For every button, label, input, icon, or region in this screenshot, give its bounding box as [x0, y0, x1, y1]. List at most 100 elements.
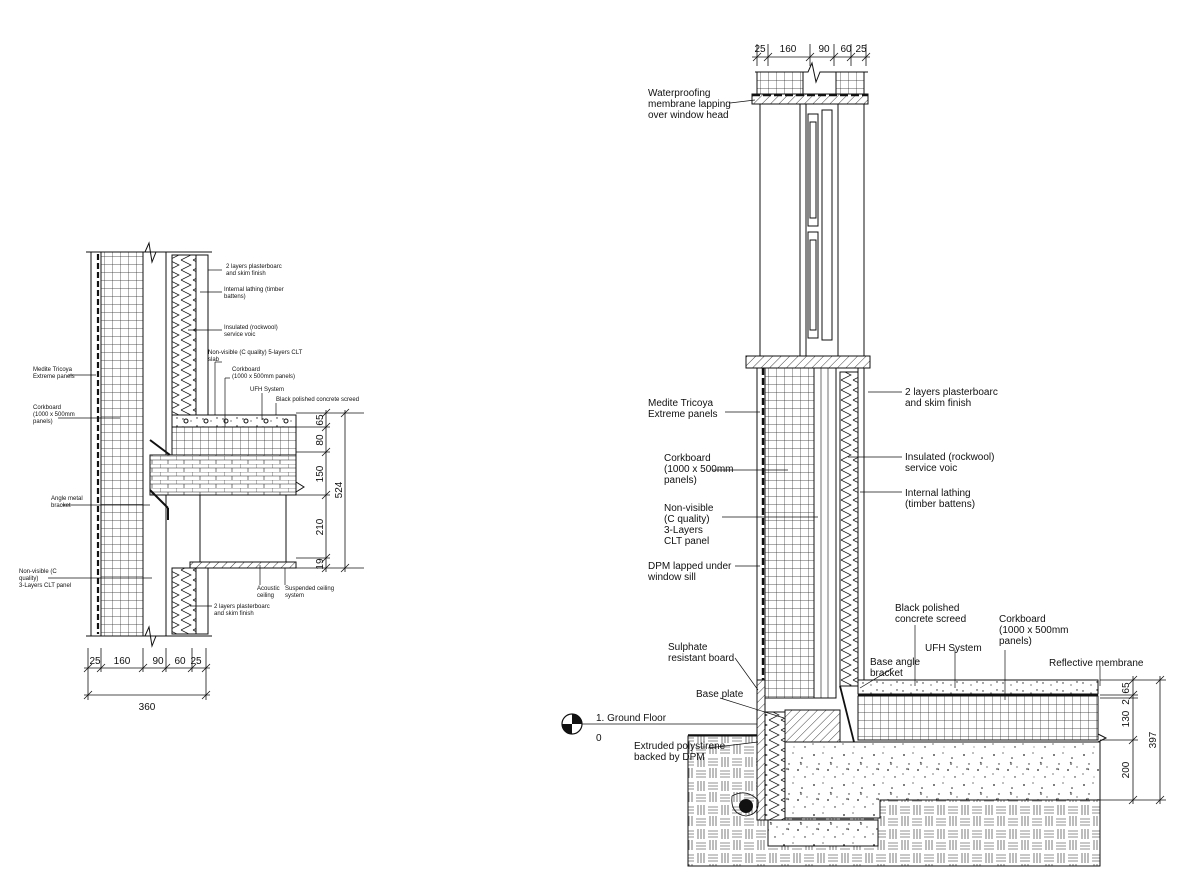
angle-bracket: [149, 439, 171, 520]
dim-top-25a: 25: [754, 44, 766, 55]
level-marker: 1. Ground Floor 0: [561, 713, 757, 744]
label-corkboard-floor-right-line: Corkboard: [999, 614, 1046, 625]
label-angle-line: Angle metal: [51, 496, 83, 502]
label-screed-right-line: concrete screed: [895, 614, 966, 625]
suspended-ceiling: [189, 561, 297, 569]
right-top-dimensions: [752, 44, 871, 66]
label-acoustic-line: Acoustic: [257, 586, 280, 592]
dim-r-65: 65: [1121, 682, 1132, 694]
dim-150: 150: [315, 465, 326, 482]
label-dpm-sill-line: window sill: [647, 572, 696, 583]
left-vertical-dim-texts: 65 80 150 210 19 524: [315, 414, 345, 570]
label-clt3-right-line: Non-visible: [664, 503, 714, 514]
label-suspended-line: Suspended ceiling: [285, 586, 334, 592]
label-plasterboard-top-line: and skim finish: [226, 271, 266, 277]
label-clt5-line: Non-visible (C quality) 5-layers CLT: [208, 350, 303, 356]
label-suspended-line: system: [285, 593, 304, 599]
label-base-plate: Base plate: [696, 689, 744, 700]
dim-top-160: 160: [780, 44, 797, 55]
label-xps-line: backed by DPM: [634, 752, 705, 763]
dim-h-25b: 25: [190, 656, 202, 667]
label-plasterboard-bottom-line: 2 layers plasterboarc: [214, 604, 270, 610]
corkboard-floor: [171, 426, 297, 456]
label-sulphate-line: Sulphate: [668, 642, 708, 653]
window-sill: [745, 355, 871, 369]
dim-h-60: 60: [174, 656, 186, 667]
window-frame: [759, 103, 865, 359]
label-insulated: Insulated (rockwool)service voic: [224, 325, 278, 338]
label-clt3-line: 3-Layers CLT panel: [19, 583, 71, 589]
clt-panel-right: [813, 367, 837, 699]
dim-65: 65: [315, 414, 326, 426]
label-insulated-right: Insulated (rockwool)service voic: [905, 452, 994, 474]
dim-r-2: 2: [1121, 699, 1132, 705]
label-reflective: Reflective membrane: [1049, 658, 1144, 669]
label-corkboard-slab-line: (1000 x 500mm panels): [232, 374, 295, 380]
label-lathing-right-line: (timber battens): [905, 499, 975, 510]
label-plasterboard-right-line: 2 layers plasterboarc: [905, 387, 998, 398]
label-clt3-line: Non-visible (C: [19, 569, 57, 575]
label-sulphate-line: resistant board: [668, 653, 734, 664]
dim-r-397: 397: [1148, 731, 1159, 748]
label-waterproofing-line: Waterproofing: [648, 88, 710, 99]
xps-insulation: [764, 711, 786, 821]
dim-210: 210: [315, 518, 326, 535]
service-void-right: [839, 371, 859, 687]
label-corkboard-wall-line: (1000 x 500mm: [33, 412, 75, 418]
level-value: 0: [596, 733, 602, 744]
label-xps-line: Extruded polystirene: [634, 741, 726, 752]
label-waterproofing-line: over window head: [648, 110, 729, 121]
dim-top-25b: 25: [855, 44, 867, 55]
right-vertical-dim-texts: 65 2 130 200 397: [1121, 682, 1159, 778]
sulphate-board: [756, 679, 766, 821]
upper-service-void: [171, 254, 197, 416]
medite-cladding: [90, 251, 102, 637]
wall-stub-top: [756, 71, 804, 95]
right-top-dim-texts: 25 160 90 60 25: [754, 44, 867, 55]
label-screed-right-line: Black polished: [895, 603, 959, 614]
dim-top-90: 90: [818, 44, 830, 55]
label-dpm-sill-line: DPM lapped under: [648, 561, 732, 572]
label-base-plate-line: Base plate: [696, 689, 744, 700]
label-ufh: UFH System: [250, 387, 284, 393]
label-ufh-right: UFH System: [925, 643, 982, 654]
label-lathing-line: Internal lathing (timber: [224, 287, 284, 293]
label-medite-line: Extreme panels: [33, 374, 75, 380]
label-corkboard-slab-line: Corkboard: [232, 367, 260, 373]
label-clt3-right-line: CLT panel: [664, 536, 709, 547]
label-screed: Black polished concrete screed: [276, 397, 359, 403]
label-screed-line: Black polished concrete screed: [276, 397, 359, 403]
label-insulated-right-line: Insulated (rockwool): [905, 452, 994, 463]
label-corkboard-floor-right-line: panels): [999, 636, 1032, 647]
dim-19: 19: [315, 558, 326, 570]
dim-top-60: 60: [840, 44, 852, 55]
right-vertical-dimensions: [1100, 675, 1166, 805]
label-medite-line: Medite Tricoya: [33, 367, 73, 373]
drain-pipe: [739, 799, 753, 813]
corkboard-floor-right: [857, 695, 1099, 741]
right-section-detail: 25 160 90 60 25: [561, 44, 1166, 867]
label-clt3-right-line: 3-Layers: [664, 525, 703, 536]
label-angle-line: bracket: [51, 503, 71, 509]
label-medite-right-line: Medite Tricoya: [648, 398, 713, 409]
label-base-angle-line: Base angle: [870, 657, 920, 668]
label-base-angle-line: bracket: [870, 668, 903, 679]
label-waterproofing-line: membrane lapping: [648, 99, 731, 110]
dim-h-360: 360: [139, 702, 156, 713]
label-corkboard-wall-line: panels): [33, 419, 53, 425]
